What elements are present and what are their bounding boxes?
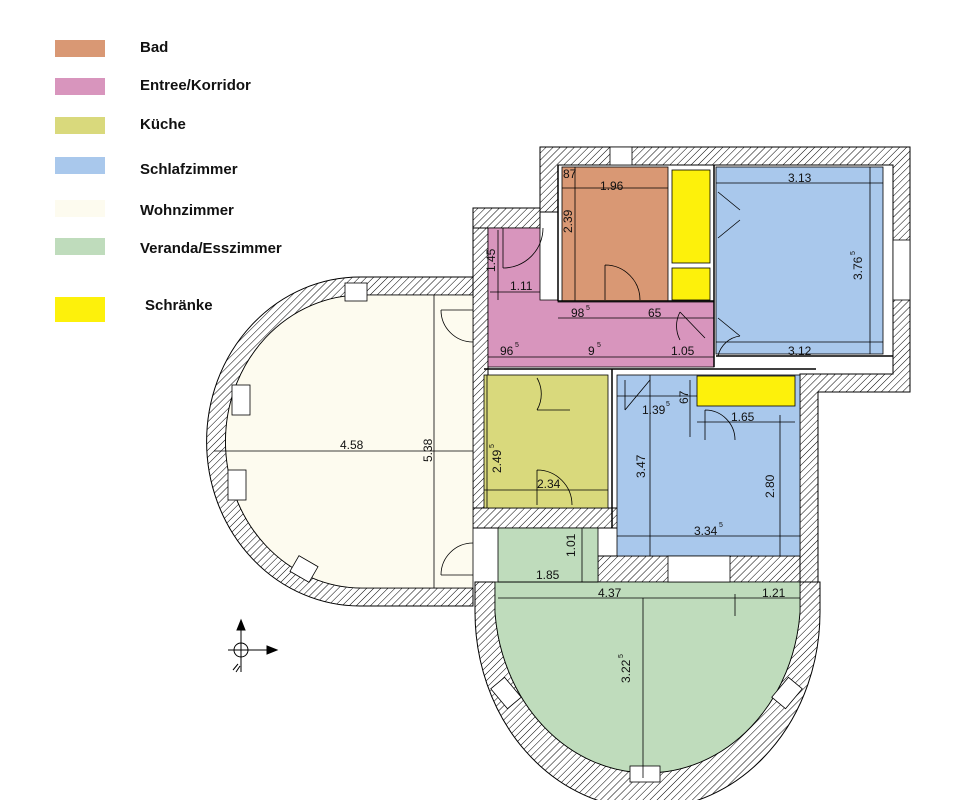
wardrobe-bad-right-lower (671, 267, 711, 301)
dim-room2-334-sup: 5 (719, 522, 723, 529)
wardrobe-bad-right-upper (671, 169, 711, 264)
rooms (225, 166, 884, 774)
legend-label-kueche: Küche (140, 116, 186, 133)
room-bad (561, 166, 669, 302)
room-schlafzimmer (715, 166, 884, 355)
legend-swatch-wohn (55, 200, 105, 217)
dim-veranda-322: 3.22 (619, 659, 633, 683)
wardrobe-room2 (696, 375, 796, 407)
dim-schlaf-top: 3.13 (788, 171, 812, 185)
dimension-labels: 87 1.96 2.39 3.13 3.76 5 3.12 1.45 1.11 … (340, 167, 865, 683)
dim-entree-width: 1.11 (510, 279, 533, 293)
legend-label-schlaf: Schlafzimmer (140, 161, 238, 178)
window-wohn-left-upper (231, 384, 251, 416)
dim-room2-280: 2.80 (763, 474, 777, 498)
dim-bad-87: 87 (563, 167, 577, 181)
dim-veranda-322-sup: 5 (618, 654, 625, 658)
door-schlaf-top (717, 191, 741, 239)
dim-room2-67: 67 (677, 390, 691, 404)
window-wohn-left-lower (227, 469, 247, 501)
dim-corr-96-sup: 5 (515, 342, 519, 349)
window-veranda-right (771, 676, 803, 710)
wall-entree-top (472, 207, 541, 229)
dim-corr-105: 1.05 (671, 344, 695, 358)
room-veranda-nook (497, 527, 599, 583)
door-kueche-bottom (536, 469, 573, 506)
dim-room2-347: 3.47 (634, 454, 648, 478)
dim-room2-139: 1.39 (642, 403, 666, 417)
dim-bad-height: 2.39 (561, 209, 575, 233)
dim-corr-9-sup: 5 (597, 342, 601, 349)
door-wardrobe-room2 (704, 409, 736, 441)
room-kueche (483, 374, 609, 509)
door-corridor-right (676, 311, 706, 341)
legend-label-bad: Bad (140, 39, 168, 56)
legend-label-entree: Entree/Korridor (140, 77, 251, 94)
dim-veranda-185: 1.85 (536, 568, 560, 582)
door-bad (604, 264, 641, 301)
legend-label-wohn: Wohnzimmer (140, 202, 234, 219)
wall-kitchen-bottom (472, 507, 619, 529)
window-veranda-bottom (629, 765, 661, 783)
window-schlaf-right (892, 239, 911, 301)
windows (227, 146, 911, 783)
dim-room2-334: 3.34 (694, 524, 718, 538)
dim-schlaf-height: 3.76 (851, 256, 865, 280)
legend-label-schraenke: Schränke (145, 297, 213, 314)
window-wohn-top (344, 282, 368, 302)
room-entree (487, 227, 715, 368)
window-veranda-left (490, 676, 522, 710)
dim-bad-width: 1.96 (600, 179, 624, 193)
legend: Bad Entree/Korridor Küche Schlafzimmer W… (55, 39, 282, 322)
dim-veranda-121: 1.21 (762, 586, 786, 600)
dim-corr-98: 98 (571, 306, 585, 320)
axis-compass-icon (228, 618, 279, 673)
legend-label-veranda: Veranda/Esszimmer (140, 240, 282, 257)
dim-corr-65: 65 (648, 306, 662, 320)
dim-corr-9: 9 (588, 344, 595, 358)
dim-veranda-101: 1.01 (564, 533, 578, 557)
inner-lines (484, 165, 893, 528)
window-bad-top (609, 146, 633, 166)
door-wohn-top (440, 309, 474, 343)
dim-wohn-width: 4.58 (340, 438, 364, 452)
legend-swatch-schlaf (55, 157, 105, 174)
door-room2 (624, 379, 651, 411)
dim-kueche-height-sup: 5 (489, 444, 496, 448)
dim-room2-139-sup: 5 (666, 401, 670, 408)
dim-corr-96: 96 (500, 344, 514, 358)
dim-corr-98-sup: 5 (586, 305, 590, 312)
window-wohn-bottom (289, 555, 319, 583)
legend-swatch-schraenke (55, 297, 105, 322)
dim-wohn-height: 5.38 (421, 438, 435, 462)
dim-kueche-width: 2.34 (537, 477, 561, 491)
door-schlaf-bottom (717, 317, 741, 357)
window-room2-bottom (667, 555, 731, 583)
dim-kueche-height: 2.49 (490, 449, 504, 473)
dim-room2-165: 1.65 (731, 410, 755, 424)
door-entree-upper (502, 227, 544, 269)
legend-swatch-bad (55, 40, 105, 57)
legend-swatch-veranda (55, 238, 105, 255)
dim-entree-upper-h: 1.45 (484, 248, 498, 272)
dimension-lines (214, 167, 883, 778)
dim-veranda-437: 4.37 (598, 586, 622, 600)
legend-swatch-kueche (55, 117, 105, 134)
dim-schlaf-height-sup: 5 (850, 251, 857, 255)
door-kueche (536, 377, 570, 411)
door-wohn-bottom (440, 542, 474, 576)
doors (440, 191, 741, 576)
legend-swatch-entree (55, 78, 105, 95)
dim-schlaf-bottom: 3.12 (788, 344, 812, 358)
